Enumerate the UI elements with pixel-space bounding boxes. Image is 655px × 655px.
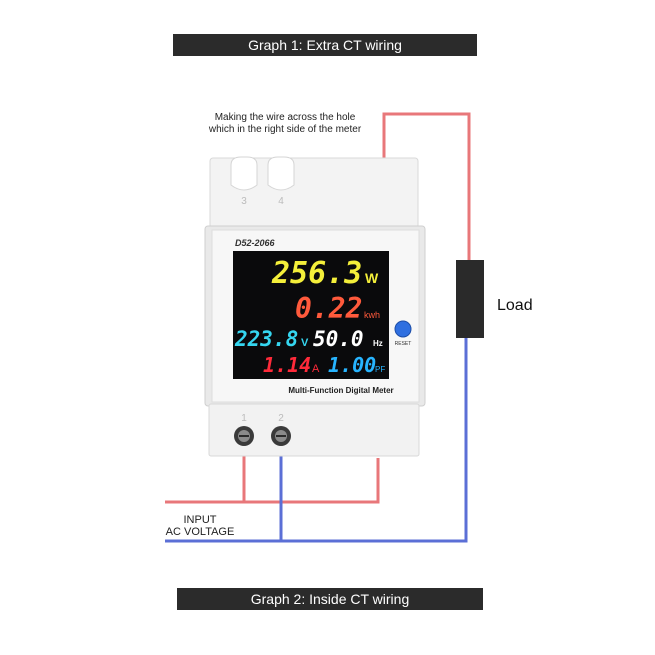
input-note-line1: INPUT: [183, 514, 217, 526]
reset-label: RESET: [395, 341, 412, 347]
wire-note-line1: Making the wire across the hole: [214, 112, 356, 123]
meter-display: [233, 251, 389, 379]
neutral-wire: [165, 336, 468, 543]
energy-unit: kwh: [364, 310, 380, 320]
current-unit: A: [312, 363, 320, 375]
meter-label: Multi-Function Digital Meter: [288, 386, 393, 395]
frequency-value: 50.0: [313, 327, 364, 351]
pf-unit: PF: [375, 365, 385, 374]
meter-model: D52-2066: [235, 238, 276, 248]
banner-top: Graph 1: Extra CT wiring: [173, 34, 477, 56]
banner-top-text: Graph 1: Extra CT wiring: [248, 37, 402, 53]
input-note-line2: AC VOLTAGE: [165, 526, 235, 538]
terminal-label-2: 2: [278, 413, 284, 424]
voltage-value: 223.8: [234, 327, 298, 351]
load-block: [456, 260, 484, 338]
reset-button-icon[interactable]: [394, 320, 412, 338]
terminal-screw-icon: [234, 426, 254, 446]
terminal-slot-3: [230, 156, 258, 191]
frequency-unit: Hz: [373, 339, 383, 348]
terminal-label-1: 1: [241, 413, 247, 424]
power-unit: W: [365, 270, 379, 286]
voltage-unit: V: [301, 337, 309, 349]
live-wire-inside-ct: [244, 458, 380, 504]
banner-bottom: Graph 2: Inside CT wiring: [177, 588, 483, 610]
current-value: 1.14: [263, 353, 311, 377]
banner-bottom-text: Graph 2: Inside CT wiring: [250, 591, 410, 607]
load-label: Load: [497, 297, 533, 314]
terminal-screw-icon: [271, 426, 291, 446]
power-value: 256.3: [271, 256, 362, 291]
wire-note: Making the wire across the hole which in…: [170, 112, 400, 136]
pf-value: 1.00: [328, 353, 376, 377]
terminal-label-3: 3: [241, 196, 247, 207]
terminal-label-4: 4: [278, 196, 284, 207]
energy-value: 0.22: [295, 292, 362, 325]
input-note: INPUT AC VOLTAGE: [150, 514, 250, 538]
live-wire-top: [382, 112, 471, 262]
wire-note-line2: which in the right side of the meter: [208, 124, 362, 135]
terminal-slot-4: [267, 156, 295, 191]
meter-bottom-block: [208, 403, 420, 457]
